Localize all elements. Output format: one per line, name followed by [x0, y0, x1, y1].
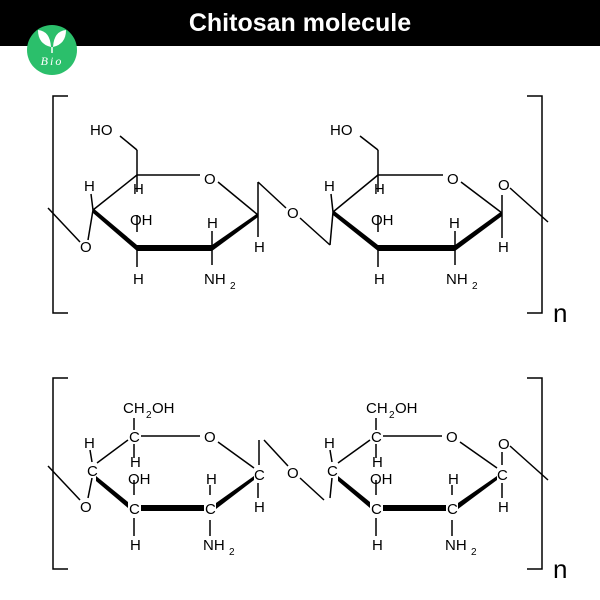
atom-label: H: [372, 537, 383, 554]
atom-label: H: [133, 181, 144, 198]
atom-label: H: [84, 435, 95, 452]
atom-label: NH: [446, 271, 468, 288]
atom-label: C: [371, 501, 382, 518]
logo-text: Bio: [41, 54, 64, 68]
atom-label: OH: [395, 400, 418, 417]
atom-label: H: [374, 181, 385, 198]
atom-label: O: [80, 239, 92, 256]
atom-label: HO: [330, 122, 353, 139]
atom-label: H: [84, 178, 95, 195]
atom-label: 2: [230, 281, 236, 292]
repeat-n-bottom: n: [553, 554, 567, 584]
atom-label: H: [448, 471, 459, 488]
atom-label: NH: [203, 537, 225, 554]
bracket-right-bottom: [527, 377, 543, 570]
atom-label: O: [204, 429, 216, 446]
atom-label: H: [207, 215, 218, 232]
atom-label: C: [447, 501, 458, 518]
atom-label: H: [374, 271, 385, 288]
atom-label: H: [498, 499, 509, 516]
page-title: Chitosan molecule: [188, 9, 412, 37]
atom-label: O: [498, 436, 510, 453]
atom-label: C: [327, 463, 338, 480]
atom-label: HO: [90, 122, 113, 139]
atom-label: H: [324, 435, 335, 452]
atom-label: H: [130, 537, 141, 554]
skeletal-atom-labels: HO HO O O H H H H OH OH H H O O O H H H …: [80, 122, 567, 328]
repeat-n-top: n: [553, 298, 567, 328]
atom-label: 2: [229, 547, 235, 558]
atom-label: 2: [471, 547, 477, 558]
atom-label: OH: [128, 471, 151, 488]
atom-label: OH: [130, 212, 153, 229]
atom-label: C: [497, 467, 508, 484]
atom-label: O: [204, 171, 216, 188]
atom-label: C: [371, 429, 382, 446]
atom-label: NH: [445, 537, 467, 554]
atom-label: O: [498, 177, 510, 194]
atom-label: H: [498, 239, 509, 256]
atom-label: H: [254, 499, 265, 516]
leaf-icon: [38, 30, 66, 53]
atom-label: O: [287, 465, 299, 482]
atom-label: OH: [152, 400, 175, 417]
atom-label: 2: [472, 281, 478, 292]
atom-label: H: [254, 239, 265, 256]
atom-label: H: [130, 454, 141, 471]
skeletal-bold-bonds: [93, 208, 502, 251]
title-bar: [0, 0, 600, 46]
atom-label: H: [449, 215, 460, 232]
atom-label: O: [446, 429, 458, 446]
bracket-left-top: [52, 95, 68, 314]
bio-logo: Bio: [27, 25, 77, 75]
atom-label: OH: [370, 471, 393, 488]
atom-label: O: [287, 205, 299, 222]
atom-label: H: [133, 271, 144, 288]
atom-label: 2: [146, 410, 152, 421]
atom-label: O: [80, 499, 92, 516]
atom-label: OH: [371, 212, 394, 229]
bracket-left-bottom: [52, 377, 68, 570]
bracket-right-top: [527, 95, 543, 314]
atom-label: C: [129, 429, 140, 446]
atom-label: NH: [204, 271, 226, 288]
atom-label: C: [87, 463, 98, 480]
atom-label: O: [447, 171, 459, 188]
haworth-bold-bonds: [96, 476, 497, 511]
atom-label: C: [254, 467, 265, 484]
atom-label: H: [206, 471, 217, 488]
atom-label: 2: [389, 410, 395, 421]
atom-label: C: [129, 501, 140, 518]
haworth-formula: [47, 377, 549, 570]
atom-label: C: [205, 501, 216, 518]
atom-label: H: [372, 454, 383, 471]
atom-label: CH: [366, 400, 388, 417]
atom-label: H: [324, 178, 335, 195]
atom-label: CH: [123, 400, 145, 417]
